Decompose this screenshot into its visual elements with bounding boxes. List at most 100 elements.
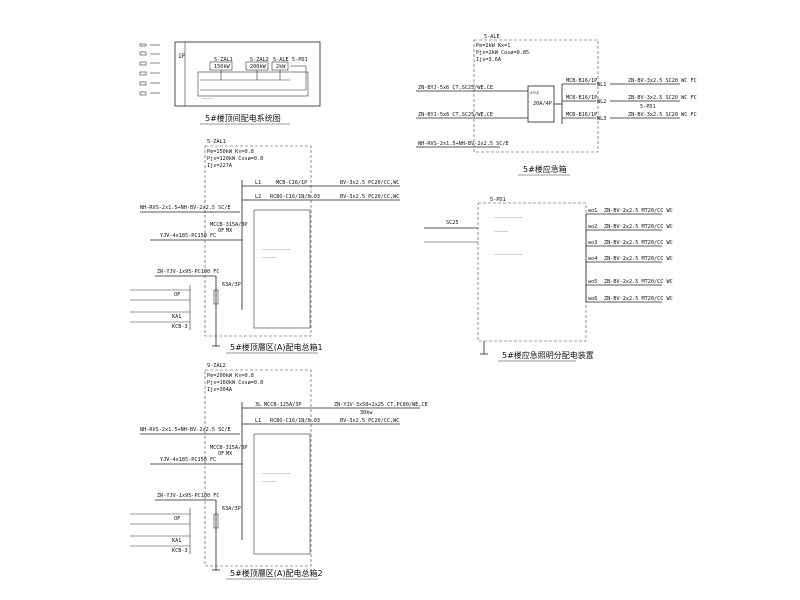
svg-text:Pe=2kW Kx=1: Pe=2kW Kx=1 bbox=[476, 43, 510, 49]
legend-symbol bbox=[139, 81, 147, 86]
svg-text:————: ———— bbox=[262, 255, 277, 259]
svg-text:150kW: 150kW bbox=[214, 64, 230, 70]
svg-text:ZN-BV-3x2.5 SC20 WC FC: ZN-BV-3x2.5 SC20 WC FC bbox=[628, 78, 697, 84]
ale-input-2: ZN-BYJ-5x6 CT,SC25/WE,CE bbox=[418, 112, 493, 118]
svg-text:ZN-BV-2x2.5 MT20/CC WC: ZN-BV-2x2.5 MT20/CC WC bbox=[604, 208, 673, 214]
zal2-frame bbox=[204, 369, 312, 567]
svg-text:5-ZAL1: 5-ZAL1 bbox=[214, 57, 233, 63]
svg-text:RCBO-C16/1N/0.03: RCBO-C16/1N/0.03 bbox=[270, 194, 320, 200]
svg-text:NH-RVS-2x1.5+NH-BV-2x2.5 SC/E: NH-RVS-2x1.5+NH-BV-2x2.5 SC/E bbox=[140, 205, 231, 211]
svg-text:63A/3P: 63A/3P bbox=[222, 506, 241, 512]
svg-text:ZN-BV-2x2.5 MT20/CC WC: ZN-BV-2x2.5 MT20/CC WC bbox=[604, 240, 673, 246]
svg-text:200kW: 200kW bbox=[250, 64, 266, 70]
pd1-frame bbox=[477, 202, 587, 342]
svg-text:wo2: wo2 bbox=[588, 224, 597, 230]
pd1-panel: 5-PD1 SC25 ———————— ———— ———————— wo1 wo… bbox=[424, 197, 673, 362]
svg-text:BV-3x2.5 PC20/CC,WC: BV-3x2.5 PC20/CC,WC bbox=[340, 194, 399, 200]
svg-text:NH-RVS-2x1.5+NH-BV-2x2.5 SC/E: NH-RVS-2x1.5+NH-BV-2x2.5 SC/E bbox=[140, 427, 231, 433]
svg-text:MCB-B16/1P: MCB-B16/1P bbox=[566, 112, 597, 118]
svg-text:ZN-BV-3x2.5 SC20 WC FC: ZN-BV-3x2.5 SC20 WC FC bbox=[628, 112, 697, 118]
svg-text:RCBO-C16/1N/0.03: RCBO-C16/1N/0.03 bbox=[270, 418, 320, 424]
svg-text:9-ZAL2: 9-ZAL2 bbox=[207, 363, 226, 369]
svg-text:wo5: wo5 bbox=[588, 279, 597, 285]
svg-text:5-ALE: 5-ALE bbox=[273, 57, 289, 63]
svg-text:Pe=150kW Kx=0.8: Pe=150kW Kx=0.8 bbox=[207, 149, 254, 155]
svg-text:OF: OF bbox=[218, 228, 224, 234]
svg-text:L1: L1 bbox=[255, 418, 261, 424]
svg-text:wo1: wo1 bbox=[588, 208, 597, 214]
svg-text:MCCB-315A/3P: MCCB-315A/3P bbox=[210, 445, 247, 451]
svg-text:Pjs=160kW Cosø=0.8: Pjs=160kW Cosø=0.8 bbox=[207, 380, 263, 386]
zal1-panel: 5-ZAL1 Pe=150kW Kx=0.8 Pjs=120kW Cosø=0.… bbox=[130, 139, 400, 354]
svg-text:Ijs=304A: Ijs=304A bbox=[207, 387, 233, 393]
control-circuit: OF KA1 KCB-3 bbox=[130, 508, 191, 554]
riser-diagram: 1F 5-ZAL1 5-ZAL2 5-ALE 5-PD1 150kW 200kW… bbox=[139, 41, 321, 125]
svg-text:Pjs=2kW Cosø=0.85: Pjs=2kW Cosø=0.85 bbox=[476, 50, 529, 56]
svg-text:———: ——— bbox=[202, 96, 213, 100]
ale-input-1: ZN-BYJ-5x6 CT,SC25/WE,CE bbox=[418, 85, 493, 91]
svg-text:WL1: WL1 bbox=[597, 82, 606, 88]
svg-text:5-PD1: 5-PD1 bbox=[490, 197, 506, 203]
svg-text:2kW: 2kW bbox=[276, 64, 286, 70]
svg-text:————————: ———————— bbox=[262, 471, 291, 475]
fuse bbox=[213, 289, 219, 305]
svg-text:ZR-YJV-1x95-PC100 FC: ZR-YJV-1x95-PC100 FC bbox=[157, 269, 219, 275]
ale-frame bbox=[473, 39, 599, 153]
svg-text:MCB-B16/1P: MCB-B16/1P bbox=[566, 95, 597, 101]
svg-text:BV-3x2.5 PC20/CC,WC: BV-3x2.5 PC20/CC,WC bbox=[340, 418, 399, 424]
zal1-frame bbox=[204, 145, 312, 337]
svg-text:Pjs=120kW Cosø=0.8: Pjs=120kW Cosø=0.8 bbox=[207, 156, 263, 162]
svg-text:Ijs=227A: Ijs=227A bbox=[207, 163, 233, 169]
svg-text:————————: ———————— bbox=[262, 247, 291, 251]
svg-text:Ijs=3.6A: Ijs=3.6A bbox=[476, 57, 502, 63]
svg-text:YJV-4x185-PC150 FC: YJV-4x185-PC150 FC bbox=[160, 233, 216, 239]
svg-text:YJV-4x185-PC150 FC: YJV-4x185-PC150 FC bbox=[160, 457, 216, 463]
ale-input-3: NH-RVS-2x1.5+NH-BV-2x2.5 SC/E bbox=[418, 141, 509, 147]
svg-text:MX: MX bbox=[226, 451, 233, 457]
svg-text:5-ALE: 5-ALE bbox=[484, 34, 500, 40]
svg-text:OF: OF bbox=[174, 516, 180, 522]
svg-text:30kw: 30kw bbox=[360, 410, 373, 416]
svg-text:KCB-3: KCB-3 bbox=[172, 324, 188, 330]
svg-text:L2: L2 bbox=[255, 194, 261, 200]
floor-label: 1F bbox=[178, 53, 186, 60]
fuse bbox=[213, 513, 219, 529]
svg-text:ZN-BV-3x2.5 SC20 WC FC: ZN-BV-3x2.5 SC20 WC FC bbox=[628, 95, 697, 101]
svg-text:ZN-BV-2x2.5 MT20/CC WC: ZN-BV-2x2.5 MT20/CC WC bbox=[604, 296, 673, 302]
zal1-caption: 5#楼顶層区(A)配电总箱1 bbox=[230, 342, 323, 352]
svg-text:20A/4P: 20A/4P bbox=[533, 101, 552, 107]
svg-text:MX: MX bbox=[226, 228, 233, 234]
zal2-caption: 5#楼顶層区(A)配电总箱2 bbox=[230, 568, 323, 578]
svg-text:WL2: WL2 bbox=[597, 99, 606, 105]
svg-text:MCCB-315A/3P: MCCB-315A/3P bbox=[210, 222, 247, 228]
load-box bbox=[253, 433, 311, 555]
pd1-caption: 5#楼应急照明分配电装置 bbox=[502, 350, 594, 360]
load-box bbox=[253, 209, 311, 329]
svg-text:OF: OF bbox=[218, 451, 224, 457]
svg-text:————————: ———————— bbox=[494, 252, 523, 256]
ale-panel: 5-ALE Pe=2kW Kx=1 Pjs=2kW Cosø=0.85 Ijs=… bbox=[416, 34, 697, 176]
svg-text:wo6: wo6 bbox=[588, 296, 597, 302]
svg-text:————————: ———————— bbox=[494, 215, 523, 219]
svg-text:ZN-BV-2x2.5 MT20/CC WC: ZN-BV-2x2.5 MT20/CC WC bbox=[604, 224, 673, 230]
svg-text:MCB-B16/1P: MCB-B16/1P bbox=[566, 78, 597, 84]
riser-caption: 5#楼顶间配电系统图 bbox=[205, 113, 281, 123]
svg-text:wo3: wo3 bbox=[588, 240, 597, 246]
svg-text:5-PD1: 5-PD1 bbox=[292, 57, 308, 63]
svg-text:ATSE: ATSE bbox=[530, 91, 540, 95]
svg-text:KA1: KA1 bbox=[172, 314, 181, 320]
svg-text:————: ———— bbox=[494, 229, 509, 233]
legend-symbol bbox=[139, 43, 147, 47]
legend-symbol bbox=[139, 91, 147, 96]
svg-text:3L: 3L bbox=[255, 402, 261, 408]
control-circuit: OF KA1 KCB-3 bbox=[130, 285, 191, 330]
svg-text:WL3: WL3 bbox=[597, 116, 606, 122]
svg-text:MCCB-125A/3P: MCCB-125A/3P bbox=[264, 402, 301, 408]
riser-frame bbox=[174, 41, 321, 107]
svg-text:KCB-3: KCB-3 bbox=[172, 548, 188, 554]
svg-text:ZN-YJV-3x50+2x25 CT,PC80/WE,CE: ZN-YJV-3x50+2x25 CT,PC80/WE,CE bbox=[334, 402, 428, 408]
svg-text:KA1: KA1 bbox=[172, 538, 181, 544]
zal2-panel: 9-ZAL2 Pe=200kW Kx=0.8 Pjs=160kW Cosø=0.… bbox=[130, 363, 428, 580]
